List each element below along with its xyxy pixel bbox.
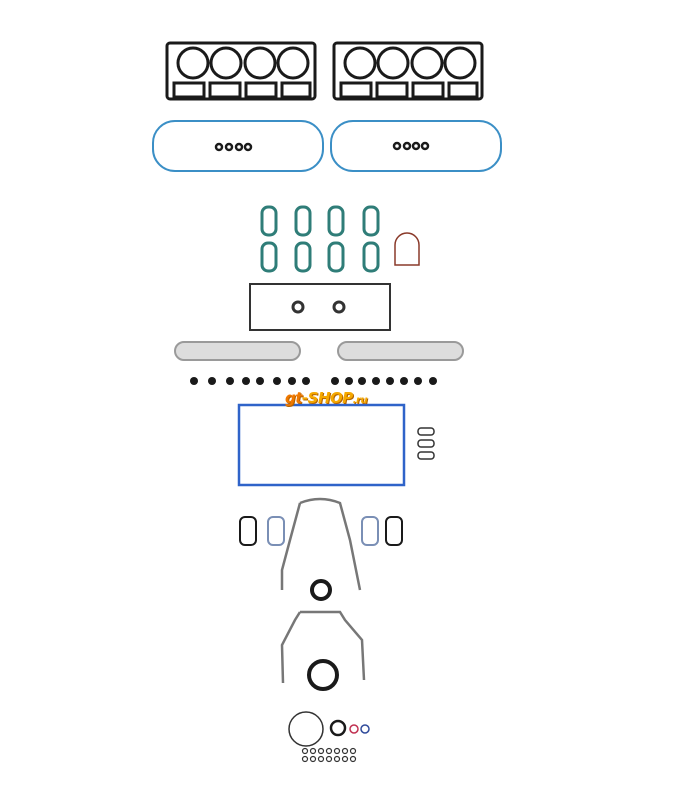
valve-cover-gaskets [152,120,502,172]
intake-manifold-gaskets [260,205,380,273]
head-gasket-right [332,41,484,101]
watermark-logo: gt-SHOP.ru [285,389,368,407]
exhaust-manifold-gaskets [174,341,464,361]
watermark-main: -SHOP [301,389,353,407]
o-rings [288,711,370,747]
oil-pan-gasket [237,403,406,487]
small-gaskets [417,427,435,460]
valley-cover-gasket [249,283,391,331]
timing-cover-gasket [280,497,362,591]
front-crank-seal [310,579,332,601]
throttle-body-gasket [394,232,420,266]
valve-stem-seals [190,377,437,385]
watermark-prefix: gt [285,389,302,407]
small-o-rings [301,747,357,763]
rear-cover-gasket [280,610,366,684]
watermark-suffix: .ru [352,395,368,406]
head-gasket-left [165,41,317,101]
rear-main-seal [307,659,339,691]
water-pump-gaskets [239,516,403,546]
valve-cover-grommets [214,141,430,152]
